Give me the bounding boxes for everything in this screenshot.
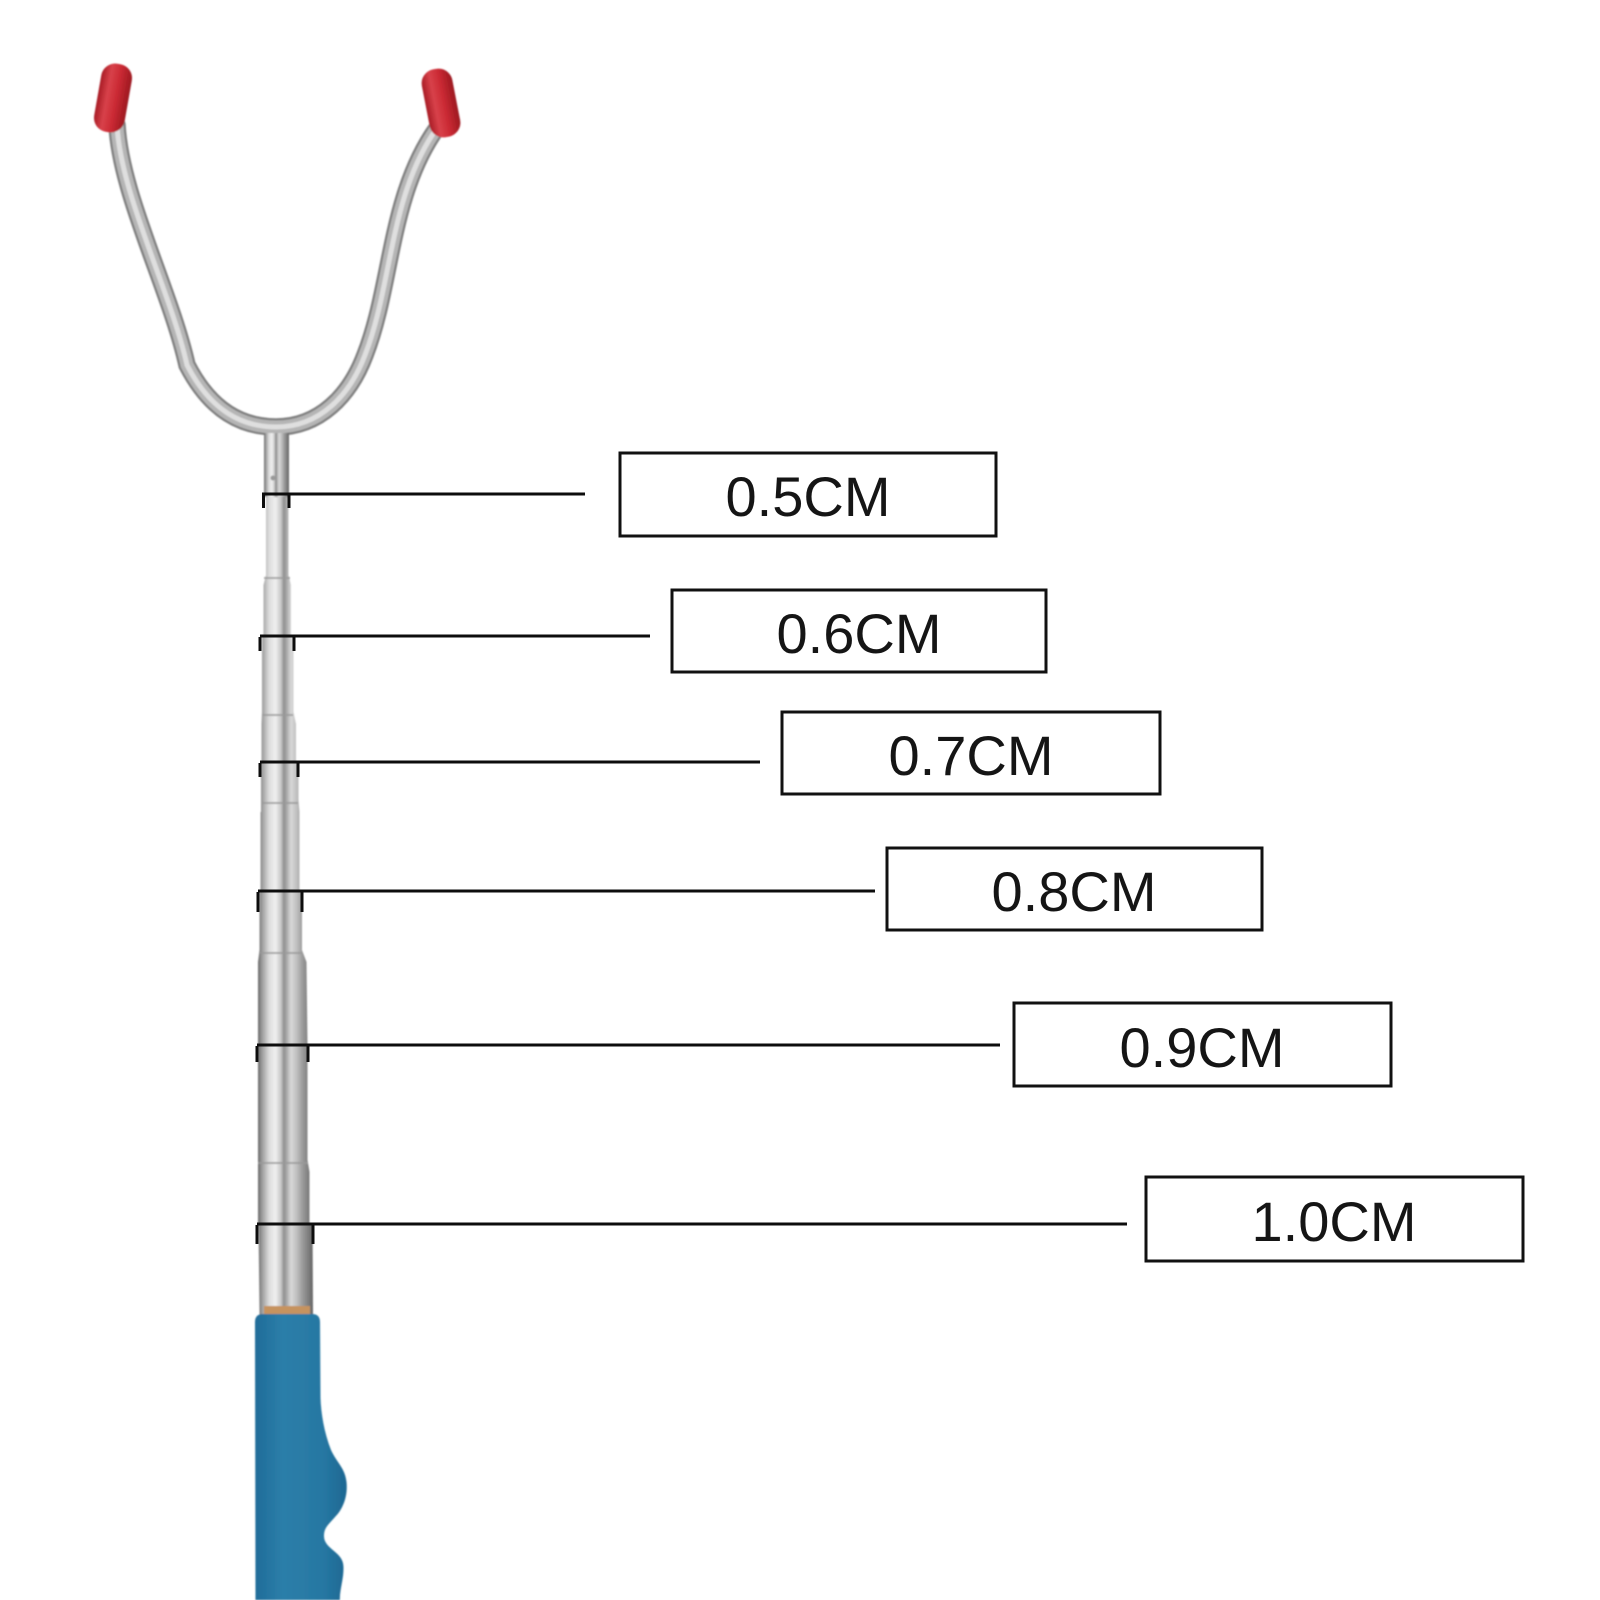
svg-text:0.8CM: 0.8CM	[992, 860, 1157, 923]
svg-text:1.0CM: 1.0CM	[1252, 1190, 1417, 1253]
svg-text:0.5CM: 0.5CM	[726, 465, 891, 528]
svg-text:0.6CM: 0.6CM	[777, 602, 942, 665]
svg-text:0.9CM: 0.9CM	[1120, 1016, 1285, 1079]
svg-text:0.7CM: 0.7CM	[889, 724, 1054, 787]
